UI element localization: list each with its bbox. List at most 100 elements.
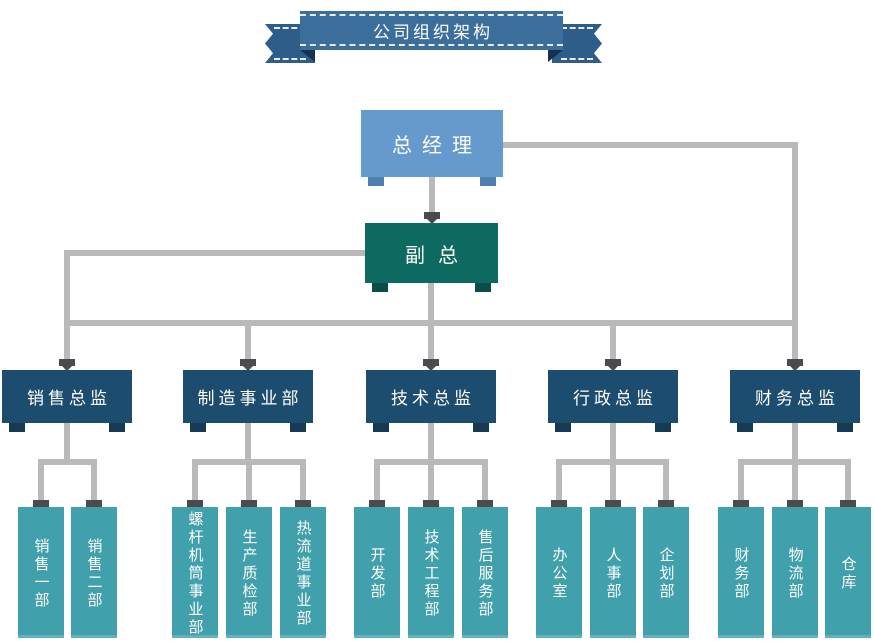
connector-line — [245, 320, 251, 359]
arrow-marker-icon — [787, 500, 803, 507]
connector-line — [792, 320, 798, 359]
node-department: 人事部 — [590, 507, 636, 638]
connector-line — [64, 423, 70, 465]
node-department: 销售一部 — [18, 507, 64, 638]
node-foot-icon — [290, 423, 306, 432]
connector-line — [610, 459, 616, 500]
arrow-marker-icon — [551, 500, 567, 507]
arrow-marker-icon — [62, 366, 72, 371]
node-director: 财务总监 — [730, 370, 860, 432]
node-department-label: 生产质检部 — [240, 529, 258, 619]
arrow-marker-icon — [240, 359, 256, 366]
node-foot-icon — [837, 423, 853, 432]
node-director-label: 技术总监 — [391, 389, 475, 408]
node-department: 销售二部 — [71, 507, 117, 638]
ribbon-dash — [300, 14, 563, 46]
node-director-label: 制造事业部 — [197, 389, 303, 408]
node-general-manager-label: 总经理 — [392, 135, 482, 157]
connector-line — [428, 320, 434, 359]
arrow-marker-icon — [241, 500, 257, 507]
connector-line — [503, 142, 798, 148]
connector-line — [192, 459, 198, 500]
node-foot-icon — [475, 283, 491, 292]
node-deputy-general-manager: 副总 — [365, 223, 498, 292]
connector-line — [374, 459, 380, 500]
arrow-marker-icon — [605, 359, 621, 366]
arrow-marker-icon — [423, 359, 439, 366]
arrow-marker-icon — [33, 500, 49, 507]
node-director: 销售总监 — [2, 370, 132, 432]
arrow-marker-icon — [790, 366, 800, 371]
node-department: 企划部 — [643, 507, 689, 638]
node-department-label: 热流道事业部 — [294, 520, 312, 628]
node-deputy-general-manager-label: 副总 — [405, 244, 471, 267]
connector-line — [792, 459, 798, 500]
connector-line — [845, 459, 851, 500]
arrow-marker-icon — [733, 500, 749, 507]
connector-line — [556, 459, 562, 500]
node-department: 售后服务部 — [462, 507, 508, 638]
node-department-label: 财务部 — [732, 547, 750, 601]
node-department: 生产质检部 — [226, 507, 272, 638]
node-foot-icon — [109, 423, 125, 432]
ribbon-band: 公司组织架构 — [300, 11, 563, 50]
node-director-label: 行政总监 — [573, 389, 657, 408]
arrow-marker-icon — [86, 500, 102, 507]
node-department-label: 销售一部 — [32, 538, 50, 610]
node-department-label: 技术工程部 — [422, 529, 440, 619]
connector-line — [64, 320, 70, 359]
connector-line — [663, 459, 669, 500]
node-director: 技术总监 — [366, 370, 496, 432]
node-department: 财务部 — [718, 507, 764, 638]
arrow-marker-icon — [424, 212, 440, 219]
connector-line — [38, 459, 97, 465]
arrow-marker-icon — [295, 500, 311, 507]
node-department-label: 物流部 — [786, 547, 804, 601]
node-foot-icon — [480, 177, 496, 186]
node-department-label: 办公室 — [550, 547, 568, 601]
node-foot-icon — [372, 283, 388, 292]
node-foot-icon — [368, 177, 384, 186]
node-foot-icon — [737, 423, 753, 432]
connector-line — [792, 142, 798, 326]
node-director: 制造事业部 — [183, 370, 313, 432]
connector-line — [38, 459, 44, 500]
node-department: 办公室 — [536, 507, 582, 638]
connector-line — [428, 283, 434, 326]
arrow-marker-icon — [658, 500, 674, 507]
ribbon-dash — [274, 27, 306, 60]
arrow-marker-icon — [840, 500, 856, 507]
node-foot-icon — [190, 423, 206, 432]
connector-line — [246, 459, 252, 500]
title-ribbon: 公司组织架构 — [0, 0, 874, 75]
connector-line — [64, 250, 365, 256]
node-department-label: 售后服务部 — [476, 529, 494, 619]
node-director-label: 销售总监 — [27, 389, 111, 408]
connector-line — [245, 423, 251, 465]
connector-line — [610, 320, 616, 359]
node-foot-icon — [373, 423, 389, 432]
connector-line — [610, 423, 616, 465]
arrow-marker-icon — [426, 366, 436, 371]
node-department-label: 销售二部 — [85, 538, 103, 610]
arrow-marker-icon — [369, 500, 385, 507]
arrow-marker-icon — [59, 359, 75, 366]
arrow-marker-icon — [427, 219, 437, 224]
connector-line — [428, 459, 434, 500]
connector-line — [91, 459, 97, 500]
node-foot-icon — [473, 423, 489, 432]
node-general-manager: 总经理 — [361, 110, 503, 186]
connector-line — [64, 250, 70, 326]
arrow-marker-icon — [608, 366, 618, 371]
arrow-marker-icon — [787, 359, 803, 366]
connector-line — [429, 177, 435, 213]
connector-line — [300, 459, 306, 500]
node-department: 热流道事业部 — [280, 507, 326, 638]
node-department-label: 人事部 — [604, 547, 622, 601]
node-foot-icon — [9, 423, 25, 432]
connector-line — [482, 459, 488, 500]
node-department-label: 仓库 — [839, 556, 857, 592]
connector-line — [428, 423, 434, 465]
chart-title: 公司组织架构 — [373, 23, 493, 42]
node-department-label: 螺杆机筒事业部 — [186, 511, 204, 637]
